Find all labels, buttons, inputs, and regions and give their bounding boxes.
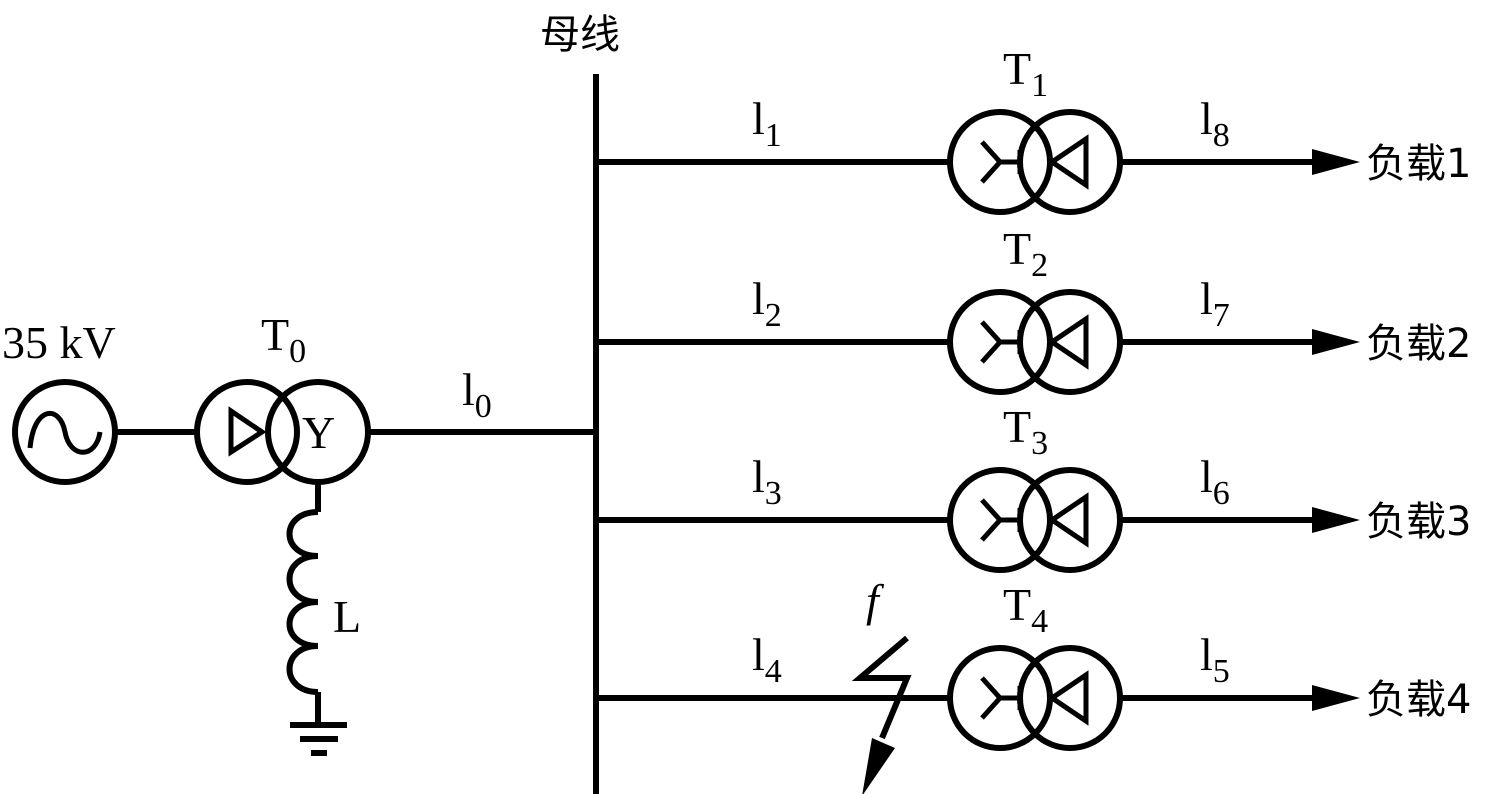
- load-label: 负载2: [1366, 321, 1471, 367]
- delta-icon: [1047, 314, 1089, 370]
- fault-label: f: [866, 575, 885, 626]
- wye-icon: [980, 498, 1023, 542]
- arrow-icon: [1312, 507, 1360, 533]
- transformer-label: T1: [1003, 43, 1048, 104]
- transformer-secondary-winding: [1017, 289, 1123, 395]
- load-label: 负载4: [1366, 677, 1471, 723]
- lightning-fault-icon: [851, 635, 912, 740]
- main-transformer-t0: [194, 379, 371, 485]
- l0-label: l0: [462, 364, 492, 425]
- load-label: 负载3: [1366, 499, 1471, 545]
- line-out-label: l5: [1200, 629, 1230, 690]
- line-out-label: l8: [1200, 93, 1230, 154]
- delta-icon: [228, 406, 267, 457]
- source-voltage-label: 35 kV: [2, 317, 116, 368]
- feeder-2: l2 T2 l7 负载2: [596, 223, 1471, 395]
- inductor-label: L: [333, 591, 361, 642]
- fault-marker: f: [851, 575, 912, 794]
- arrow-icon: [1312, 685, 1360, 711]
- feeder-1: l1 T1 l8 负载1: [596, 43, 1471, 215]
- feeders: l1 T1 l8 负载1 l2 T2 l7 负载2 l3 T3 l6 负载3 l4 T4 l5 负载4 f: [596, 43, 1471, 794]
- delta-icon: [1047, 492, 1089, 548]
- transformer-secondary-winding: [1017, 645, 1123, 751]
- line-in-label: l3: [752, 451, 782, 512]
- wye-icon: [980, 140, 1023, 184]
- feeder-3: l3 T3 l6 负载3: [596, 401, 1471, 573]
- sine-wave-icon: [27, 411, 103, 455]
- line-in-label: l1: [752, 93, 782, 154]
- transformer-label: T3: [1003, 401, 1048, 462]
- delta-icon: [1047, 670, 1089, 726]
- transformer-secondary-winding: [1017, 109, 1123, 215]
- arrow-icon: [1312, 149, 1360, 175]
- inductor-coil-icon: [286, 509, 319, 695]
- arrow-icon: [1312, 329, 1360, 355]
- line-in-label: l4: [752, 629, 782, 690]
- line-out-label: l7: [1200, 273, 1230, 334]
- delta-icon: [1047, 134, 1089, 190]
- t0-label: T0: [261, 309, 306, 370]
- line-out-label: l6: [1200, 451, 1230, 512]
- fault-arrowhead: [862, 738, 895, 794]
- transformer-secondary-winding: [1017, 467, 1123, 573]
- transformer-label: T4: [1003, 579, 1048, 640]
- load-label: 负载1: [1366, 141, 1471, 187]
- grounding-inductor: [286, 482, 347, 756]
- wye-icon: [980, 676, 1023, 720]
- ac-source: [12, 379, 118, 485]
- feeder-4: l4 T4 l5 负载4 f: [596, 575, 1471, 794]
- line-in-label: l2: [752, 273, 782, 334]
- transformer-label: T2: [1003, 223, 1048, 284]
- t0-primary-winding: [194, 379, 300, 485]
- wye-icon: [980, 320, 1023, 364]
- t0-secondary-y: Y: [302, 407, 335, 458]
- bus-label: 母线: [540, 12, 620, 58]
